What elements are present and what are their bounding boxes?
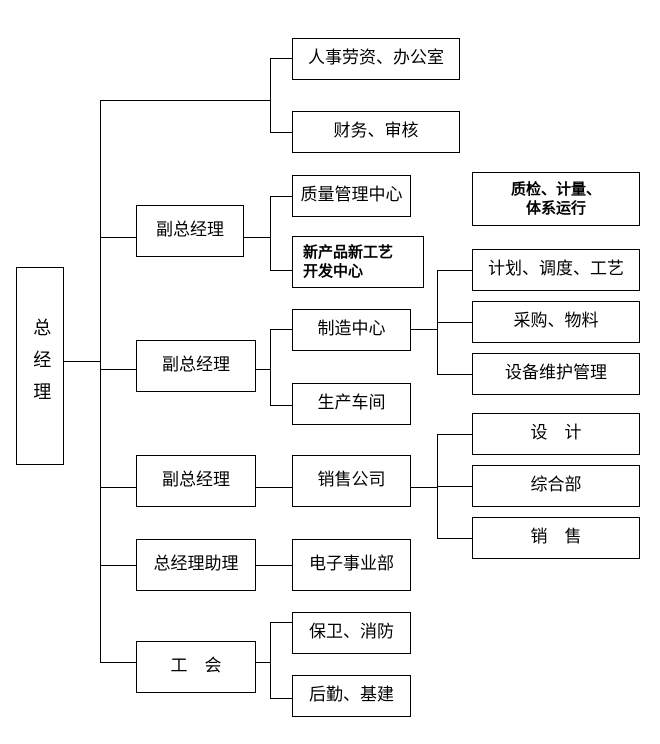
connector (270, 196, 292, 197)
connector (100, 100, 270, 101)
connector (256, 369, 270, 370)
connector (100, 100, 101, 662)
union-box: 工 会 (136, 641, 256, 693)
connector (256, 487, 292, 488)
connector (64, 361, 100, 362)
design-box: 设 计 (472, 413, 640, 455)
connector (100, 662, 136, 663)
finance-audit-box: 财务、审核 (292, 111, 460, 153)
planning-box: 计划、调度、工艺 (472, 249, 640, 291)
connector (411, 329, 437, 330)
logistics-box: 后勤、基建 (292, 675, 411, 717)
electronics-division-box: 电子事业部 (292, 539, 411, 591)
sales-box: 销 售 (472, 517, 640, 559)
sales-company-box: 销售公司 (292, 455, 411, 507)
connector (270, 270, 292, 271)
security-box: 保卫、消防 (292, 612, 411, 654)
connector (256, 662, 270, 663)
connector (244, 237, 270, 238)
connector (270, 58, 292, 59)
gm-assistant-box: 总经理助理 (136, 539, 256, 591)
connector (270, 622, 292, 623)
connector (270, 329, 271, 405)
connector (270, 329, 292, 330)
equipment-box: 设备维护管理 (472, 353, 640, 395)
deputy-gm-3-box: 副总经理 (136, 455, 256, 507)
connector (437, 270, 472, 271)
connector (100, 565, 136, 566)
deputy-gm-1-box: 副总经理 (136, 205, 244, 257)
new-product-center-box: 新产品新工艺 开发中心 (292, 236, 424, 288)
general-manager-box: 总经理 (16, 267, 64, 465)
connector (411, 487, 437, 488)
connector (270, 698, 292, 699)
connector (100, 369, 136, 370)
connector (437, 538, 472, 539)
deputy-gm-2-box: 副总经理 (136, 340, 256, 392)
quality-note-box: 质检、计量、 体系运行 (472, 172, 640, 226)
purchasing-box: 采购、物料 (472, 301, 640, 343)
connector (270, 622, 271, 698)
connector (100, 487, 136, 488)
connector (270, 58, 271, 132)
connector (437, 374, 472, 375)
connector (437, 486, 472, 487)
connector (270, 196, 271, 270)
hr-office-box: 人事劳资、办公室 (292, 38, 460, 80)
quality-center-box: 质量管理中心 (292, 175, 411, 217)
connector (270, 405, 292, 406)
connector (437, 322, 472, 323)
connector (437, 434, 472, 435)
connector (256, 565, 292, 566)
connector (100, 237, 136, 238)
manufacturing-center-box: 制造中心 (292, 309, 411, 351)
general-dept-box: 综合部 (472, 465, 640, 507)
workshop-box: 生产车间 (292, 383, 411, 425)
connector (270, 132, 292, 133)
